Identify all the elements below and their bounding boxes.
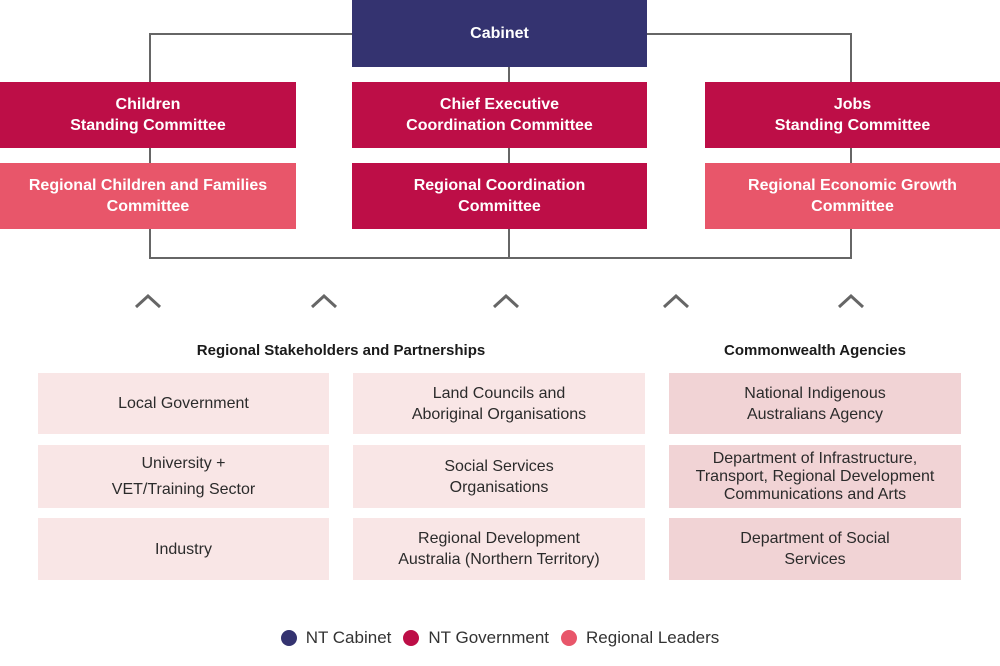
legend: NT Cabinet NT Government Regional Leader…: [0, 628, 1000, 648]
chevron-up-icon: [492, 293, 520, 309]
stakeholder-label: Regional Development Australia (Northern…: [398, 530, 600, 568]
commonwealth-social-services: Department of Social Services: [669, 518, 961, 580]
regional-children-committee-label: Regional Children and Families Committee: [28, 177, 268, 215]
stakeholder-social-services: Social Services Organisations: [353, 445, 645, 508]
legend-item-nt-cabinet: NT Cabinet: [280, 628, 392, 648]
stakeholder-land-councils: Land Councils and Aboriginal Organisatio…: [353, 373, 645, 434]
legend-label: NT Government: [428, 628, 550, 647]
stakeholders-title: Regional Stakeholders and Partnerships: [196, 342, 486, 359]
commonwealth-niaa: National Indigenous Australians Agency: [669, 373, 961, 434]
stakeholder-label: Land Councils and Aboriginal Organisatio…: [411, 384, 587, 423]
stakeholder-industry: Industry: [38, 518, 329, 580]
chevron-up-icon: [310, 293, 338, 309]
stakeholder-label: Industry: [155, 540, 212, 558]
stakeholder-label: Social Services Organisations: [444, 457, 554, 496]
connector-cabinet-jobs: [647, 33, 852, 82]
regional-coordination-committee-label: Regional Coordination Committee: [413, 177, 586, 215]
regional-coordination-committee-box: Regional Coordination Committee: [352, 163, 647, 229]
children-standing-committee-box: Children Standing Committee: [0, 82, 296, 148]
commonwealth-label: Department of Social Services: [740, 530, 890, 568]
chevron-up-icon: [662, 293, 690, 309]
chief-executive-committee-box: Chief Executive Coordination Committee: [352, 82, 647, 148]
stakeholder-label: Local Government: [118, 395, 249, 412]
stakeholder-university-vet: University + VET/Training Sector: [38, 445, 329, 508]
chevron-up-icon: [134, 293, 162, 309]
stakeholder-local-government: Local Government: [38, 373, 329, 434]
legend-item-nt-government: NT Government: [403, 628, 549, 648]
stakeholder-rda-nt: Regional Development Australia (Northern…: [353, 518, 645, 580]
legend-dot-icon: [403, 630, 420, 646]
chevron-up-icon: [837, 293, 865, 309]
children-standing-committee-label: Children Standing Committee: [70, 96, 226, 134]
commonwealth-label: Department of Infrastructure, Transport,…: [695, 449, 935, 503]
legend-dot-icon: [561, 630, 578, 646]
commonwealth-label: National Indigenous Australians Agency: [744, 384, 886, 423]
connector-bottom-bracket: [149, 229, 852, 259]
stakeholder-label: University + VET/Training Sector: [111, 454, 256, 498]
cabinet-box: Cabinet: [352, 0, 647, 67]
commonwealth-title: Commonwealth Agencies: [724, 342, 906, 359]
legend-label: Regional Leaders: [586, 628, 720, 647]
commonwealth-infrastructure: Department of Infrastructure, Transport,…: [669, 445, 961, 508]
legend-dot-icon: [280, 630, 297, 646]
jobs-standing-committee-label: Jobs Standing Committee: [774, 96, 931, 134]
regional-economic-committee-label: Regional Economic Growth Committee: [748, 177, 957, 215]
chief-executive-committee-label: Chief Executive Coordination Committee: [406, 96, 593, 134]
cabinet-label: Cabinet: [470, 25, 529, 42]
regional-children-committee-box: Regional Children and Families Committee: [0, 163, 296, 229]
jobs-standing-committee-box: Jobs Standing Committee: [705, 82, 1000, 148]
connector-cabinet-children: [149, 33, 352, 82]
legend-item-regional-leaders: Regional Leaders: [561, 628, 719, 648]
legend-label: NT Cabinet: [305, 628, 392, 647]
regional-economic-committee-box: Regional Economic Growth Committee: [705, 163, 1000, 229]
